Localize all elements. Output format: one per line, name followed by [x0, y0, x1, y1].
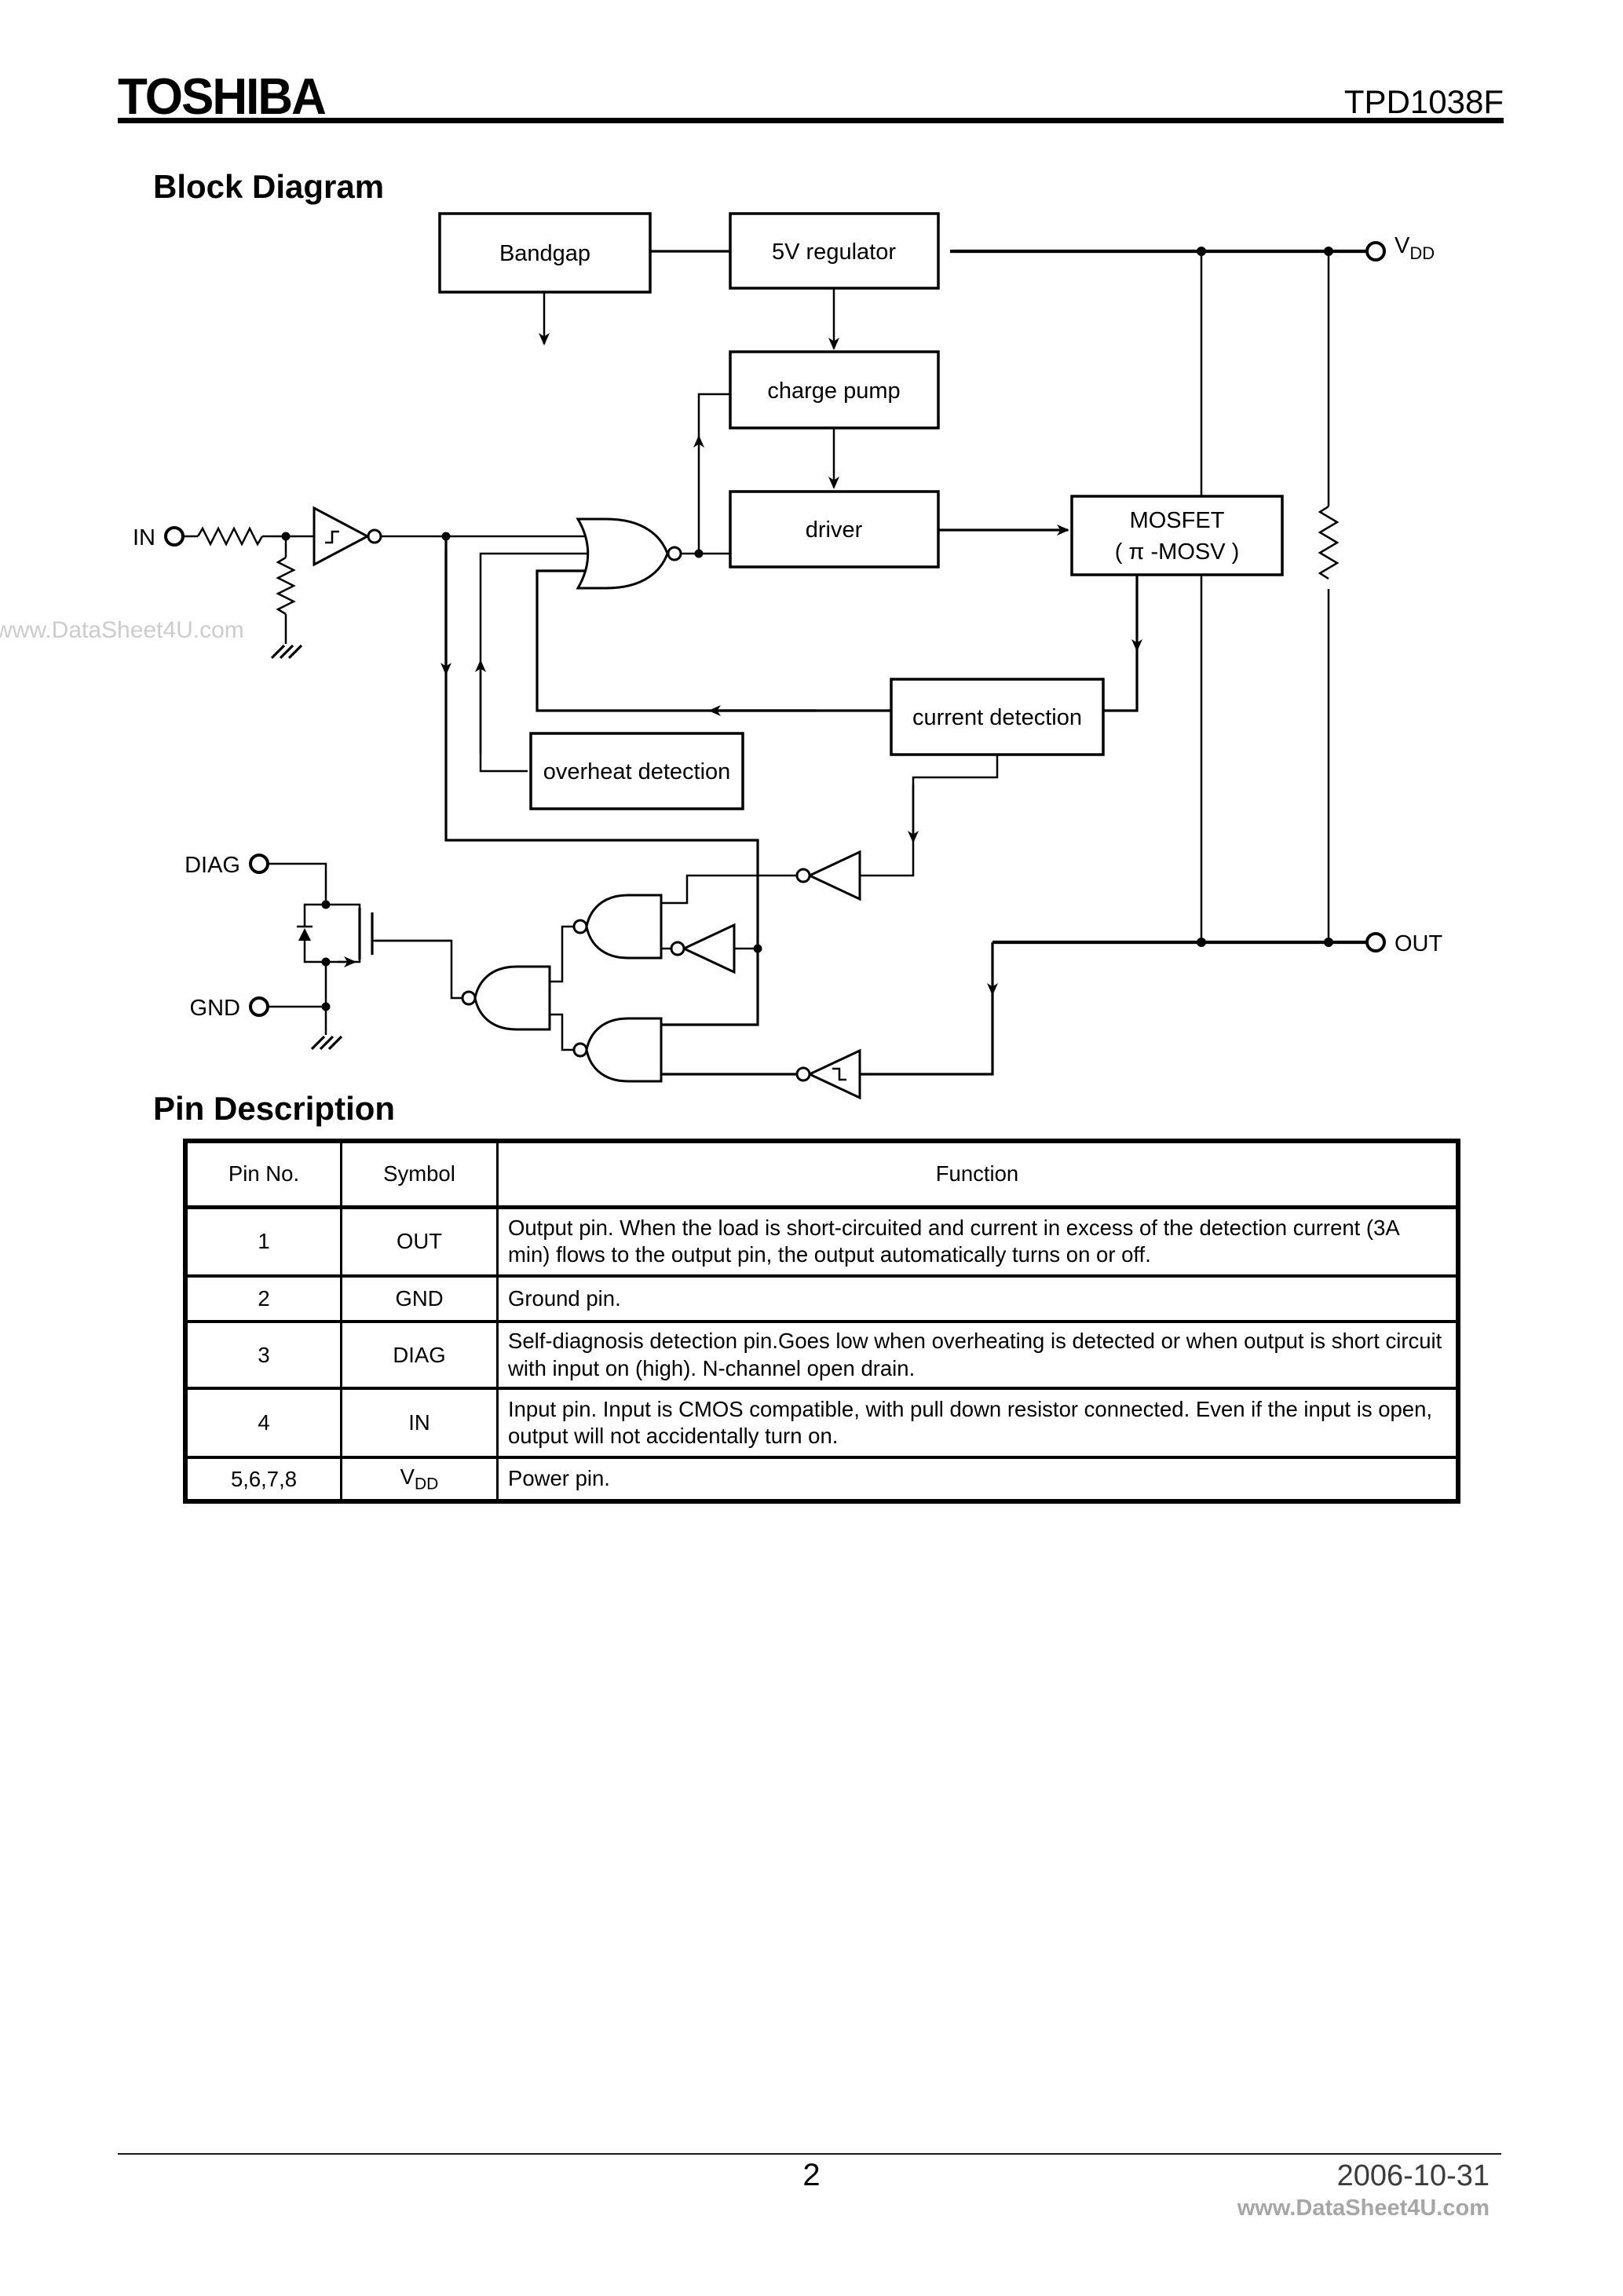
pin-description-heading: Pin Description — [153, 1090, 396, 1127]
footer-date: 2006-10-31 — [1336, 2159, 1490, 2192]
schmitt-trigger-icon — [313, 506, 382, 567]
col-header-function: Function — [496, 1139, 1460, 1209]
svg-text:5V regulator: 5V regulator — [772, 239, 896, 265]
mosfet-box: MOSFET ( π -MOSV ) — [1070, 495, 1284, 576]
pin-cell: 2 — [184, 1274, 342, 1323]
header-rule — [118, 118, 1504, 123]
function-cell: Output pin. When the load is short-circu… — [496, 1205, 1460, 1278]
pin-description-table: Pin No. Symbol Function 1 OUT Output pin… — [183, 1139, 1460, 1504]
pulldown-resistor — [276, 556, 296, 616]
symbol-text: OUT — [396, 1229, 443, 1254]
svg-text:charge pump: charge pump — [767, 378, 900, 404]
symbol-cell: GND — [340, 1274, 499, 1323]
svg-text:overheat detection: overheat detection — [543, 759, 731, 784]
symbol-subscript: DD — [415, 1475, 439, 1493]
table-row: 3 DIAG Self-diagnosis detection pin.Goes… — [184, 1319, 1460, 1391]
svg-text:driver: driver — [806, 517, 863, 543]
symbol-cell: DIAG — [340, 1319, 499, 1391]
table-row: 5,6,7,8 VDD Power pin. — [184, 1456, 1460, 1504]
ground-icon — [310, 1035, 343, 1051]
table-row: 4 IN Input pin. Input is CMOS compatible… — [184, 1387, 1460, 1460]
block-diagram: Bandgap 5V regulator charge pump driver … — [133, 212, 1443, 1100]
out-terminal: OUT — [1365, 931, 1443, 956]
pin-cell: 5,6,7,8 — [184, 1456, 342, 1504]
footer-rule — [118, 2153, 1501, 2155]
svg-text:( π -MOSV ): ( π -MOSV ) — [1115, 539, 1240, 565]
nand-center-icon — [461, 965, 551, 1031]
out-sense — [661, 942, 998, 1100]
symbol-text: GND — [395, 1286, 444, 1311]
part-number: TPD1038F — [1343, 83, 1504, 120]
junction-dots — [281, 247, 1333, 1011]
chargepump-box: charge pump — [729, 350, 940, 430]
pin-cell: 1 — [184, 1205, 342, 1278]
ground-icon — [270, 644, 303, 660]
symbol-text: V — [400, 1464, 415, 1490]
symbol-cell: OUT — [340, 1205, 499, 1278]
function-cell: Ground pin. — [496, 1274, 1460, 1323]
in-input-network — [183, 506, 446, 660]
symbol-cell: VDD — [340, 1456, 499, 1504]
nand1-to-nandc — [550, 925, 574, 983]
diag-transistor — [268, 862, 451, 1051]
function-cell: Input pin. Input is CMOS compatible, wit… — [496, 1387, 1460, 1460]
overheat-box: overheat detection — [529, 732, 744, 810]
pin-cell: 4 — [184, 1387, 342, 1460]
gnd-terminal: GND — [190, 996, 269, 1021]
table-row: 2 GND Ground pin. — [184, 1274, 1460, 1323]
regulator-box: 5V regulator — [729, 212, 940, 290]
pin-cell: 3 — [184, 1319, 342, 1391]
inverter-top-icon — [795, 850, 861, 901]
symbol-cell: IN — [340, 1387, 499, 1460]
function-cell: Power pin. — [496, 1456, 1460, 1504]
table-row: 1 OUT Output pin. When the load is short… — [184, 1205, 1460, 1278]
block-diagram-heading: Block Diagram — [153, 168, 385, 205]
diag-terminal: DIAG — [185, 853, 269, 878]
col-header-pin: Pin No. — [184, 1139, 342, 1209]
mosfet-to-currentdet — [1103, 575, 1142, 712]
col-header-symbol: Symbol — [340, 1139, 499, 1209]
footer-watermark: www.DataSheet4U.com — [1237, 2195, 1490, 2221]
body-diode-icon — [297, 903, 326, 963]
inverter-mid-icon — [670, 923, 736, 974]
currentdet-box: current detection — [890, 678, 1105, 756]
svg-text:MOSFET: MOSFET — [1130, 508, 1225, 533]
schmitt2-icon — [795, 1048, 861, 1100]
bandgap-box: Bandgap — [438, 212, 652, 294]
symbol-text: DIAG — [393, 1342, 446, 1367]
nand2-to-nandc — [550, 1013, 574, 1051]
internal-resistor — [1318, 505, 1340, 580]
nor-to-chargepump — [693, 393, 730, 554]
svg-text:IN: IN — [133, 525, 155, 550]
driver-box: driver — [729, 490, 940, 569]
nor-gate-icon — [576, 517, 682, 590]
svg-text:DIAG: DIAG — [185, 853, 240, 878]
svg-text:OUT: OUT — [1395, 931, 1443, 956]
table-header-row: Pin No. Symbol Function — [184, 1139, 1460, 1209]
page-number: 2 — [802, 2158, 821, 2192]
in-terminal: IN — [133, 525, 185, 550]
series-resistor — [196, 526, 264, 547]
function-cell: Self-diagnosis detection pin.Goes low wh… — [496, 1319, 1460, 1391]
nand2-icon — [572, 1017, 663, 1083]
svg-text:VDD: VDD — [1395, 233, 1435, 263]
invtop-to-nand1 — [661, 874, 797, 905]
nor-gate-feeds — [440, 535, 891, 1026]
svg-text:GND: GND — [190, 996, 240, 1021]
side-watermark: www.DataSheet4U.com — [0, 617, 244, 643]
currentdet-to-inverter — [860, 755, 999, 877]
svg-text:Bandgap: Bandgap — [499, 241, 590, 266]
toshiba-logo: TOSHIBA — [118, 68, 327, 126]
nand1-icon — [572, 894, 663, 960]
vdd-rail — [950, 249, 1366, 942]
svg-text:current detection: current detection — [912, 705, 1082, 730]
nandc-to-diag-gate — [375, 939, 462, 1000]
vdd-terminal: VDD — [1365, 233, 1435, 263]
symbol-text: IN — [408, 1410, 430, 1435]
